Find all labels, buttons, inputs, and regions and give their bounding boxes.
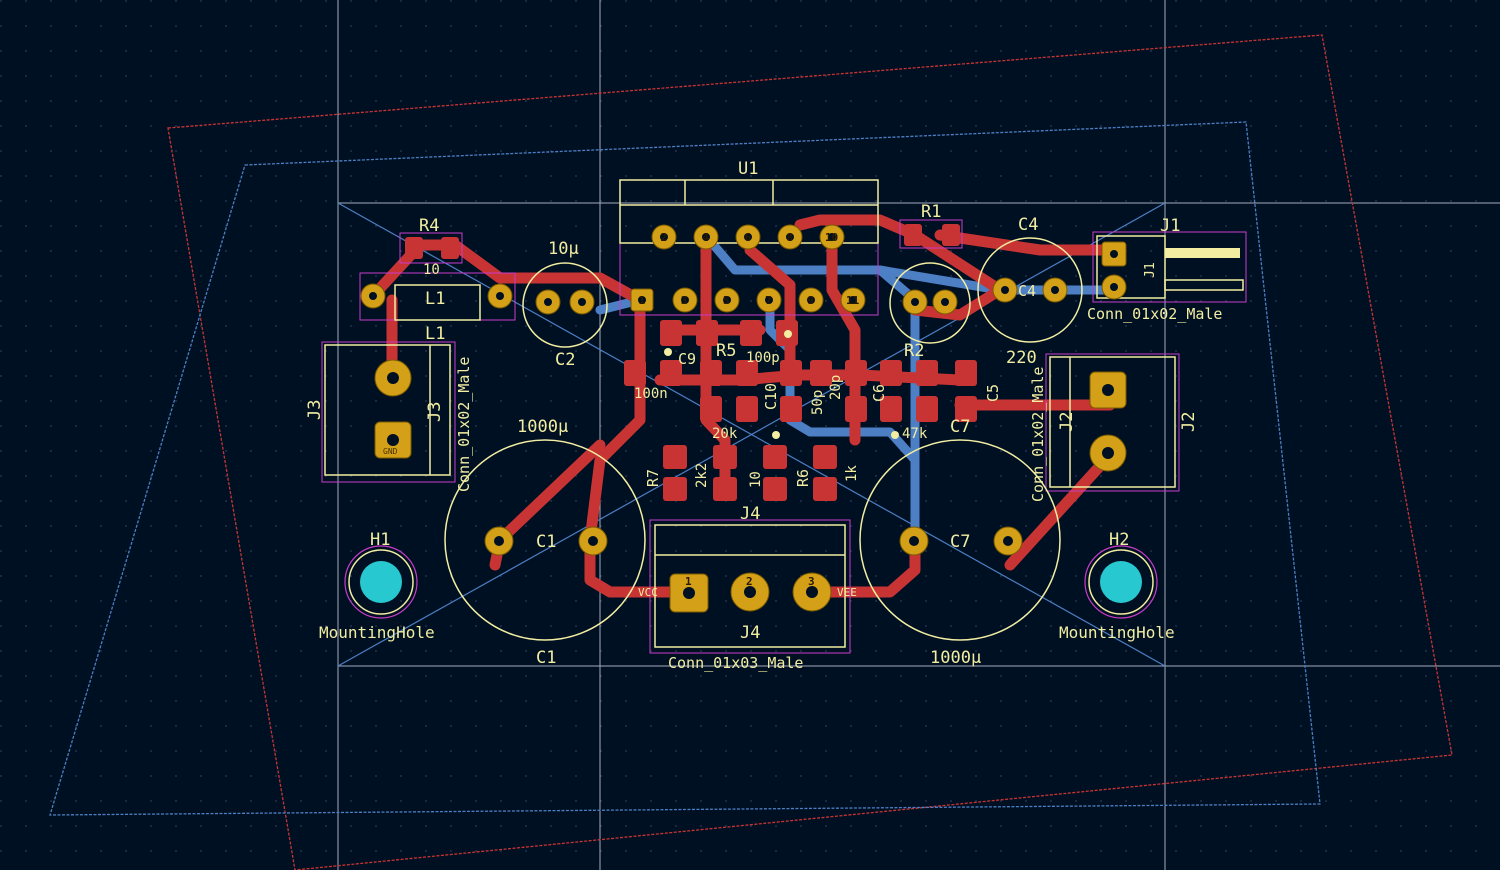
label-c4-inner: C4 [1018, 282, 1036, 300]
label-j4-name: Conn_01x03_Male [668, 654, 803, 672]
label-r6: R6 [794, 469, 812, 487]
label-u1: U1 [738, 159, 758, 179]
label-50p: 50p [810, 390, 826, 415]
label-c1: C1 [536, 648, 556, 668]
label-j3-inner: J3 [425, 402, 445, 422]
j4-pin-2: 2 [746, 575, 753, 588]
label-r4: R4 [419, 216, 439, 236]
u1-pin-label: 8 [787, 231, 794, 244]
u1-pin-label: 3 [681, 294, 688, 307]
label-2k2: 2k2 [694, 463, 710, 488]
silkscreen [324, 179, 1244, 648]
guide-lines [337, 0, 1500, 870]
label-c7: C7 [950, 417, 970, 437]
label-r1: R1 [921, 202, 941, 222]
label-j3-name: Conn_01x02_Male [455, 357, 473, 492]
j4-pin-1: 1 [685, 575, 692, 588]
mounting-hole-h1[interactable] [344, 545, 418, 619]
label-j2-name: Conn_01x02_Male [1029, 367, 1047, 502]
label-10: 10 [748, 471, 764, 488]
label-c6: C6 [870, 384, 888, 402]
back-diagonals [337, 202, 1166, 667]
label-r5: R5 [716, 341, 736, 361]
smd-pads[interactable] [405, 224, 977, 501]
label-j1-inner: J1 [1143, 262, 1158, 278]
label-h2-name: MountingHole [1059, 623, 1175, 642]
front-zone-outline[interactable] [167, 34, 1453, 870]
label-c1-value: 1000µ [517, 417, 568, 437]
net-vee: VEE [837, 586, 857, 599]
u1-pin-label: 4 [703, 231, 710, 244]
u1-pin-label: 6 [745, 231, 752, 244]
u1-pin-label: 10 [825, 231, 838, 244]
u1-pin-label: 5 [723, 294, 730, 307]
label-100p: 100p [746, 350, 780, 366]
mounting-hole-h2[interactable] [1084, 545, 1158, 619]
label-100n: 100n [634, 386, 668, 402]
u1-pin-label: 11 [846, 294, 860, 307]
u1-pin-label: 2 [661, 231, 668, 244]
label-c2: C2 [555, 350, 575, 370]
label-j2: J2 [1179, 412, 1199, 432]
label-j4: J4 [740, 504, 760, 524]
label-20k: 20k [712, 426, 738, 442]
u1-pin-label: 9 [807, 294, 814, 307]
label-l1-inner: L1 [425, 289, 445, 309]
pad-drills [369, 233, 1118, 599]
label-h1: H1 [370, 530, 390, 550]
label-c5: C5 [984, 384, 1002, 402]
label-r2: R2 [904, 341, 924, 361]
label-c1-inner: C1 [536, 532, 556, 552]
label-l1: L1 [425, 324, 445, 344]
label-j4-inner: J4 [740, 623, 760, 643]
label-r4-value: 10 [423, 262, 440, 278]
label-c9: C9 [678, 350, 696, 368]
j4-pin-3: 3 [808, 575, 815, 588]
label-c7-inner: C7 [950, 532, 970, 552]
label-j1: J1 [1160, 216, 1180, 236]
label-r7: R7 [644, 469, 662, 487]
label-c4-value: 220 [1006, 348, 1037, 368]
label-1k: 1k [844, 465, 860, 482]
u1-pin-label: 1 [639, 294, 646, 307]
label-h2: H2 [1109, 530, 1129, 550]
label-h1-name: MountingHole [319, 623, 435, 642]
label-c10: C10 [762, 383, 780, 410]
j1-pin-body [1165, 248, 1240, 258]
label-j2-inner: J2 [1057, 412, 1077, 432]
u1-pin-label: 7 [765, 294, 772, 307]
label-j1-name: Conn_01x02_Male [1087, 305, 1222, 323]
label-j3: J3 [305, 400, 325, 420]
label-47k: 47k [902, 426, 928, 442]
label-c7-value: 1000µ [930, 648, 981, 668]
courtyards [321, 179, 1247, 654]
label-c4: C4 [1018, 215, 1038, 235]
net-gnd: GND [383, 447, 398, 456]
back-zone-outline[interactable] [49, 121, 1321, 816]
label-c2-value: 10µ [548, 239, 579, 259]
net-vcc: VCC [638, 586, 658, 599]
label-20p: 20p [828, 375, 844, 400]
vias[interactable] [664, 330, 899, 439]
